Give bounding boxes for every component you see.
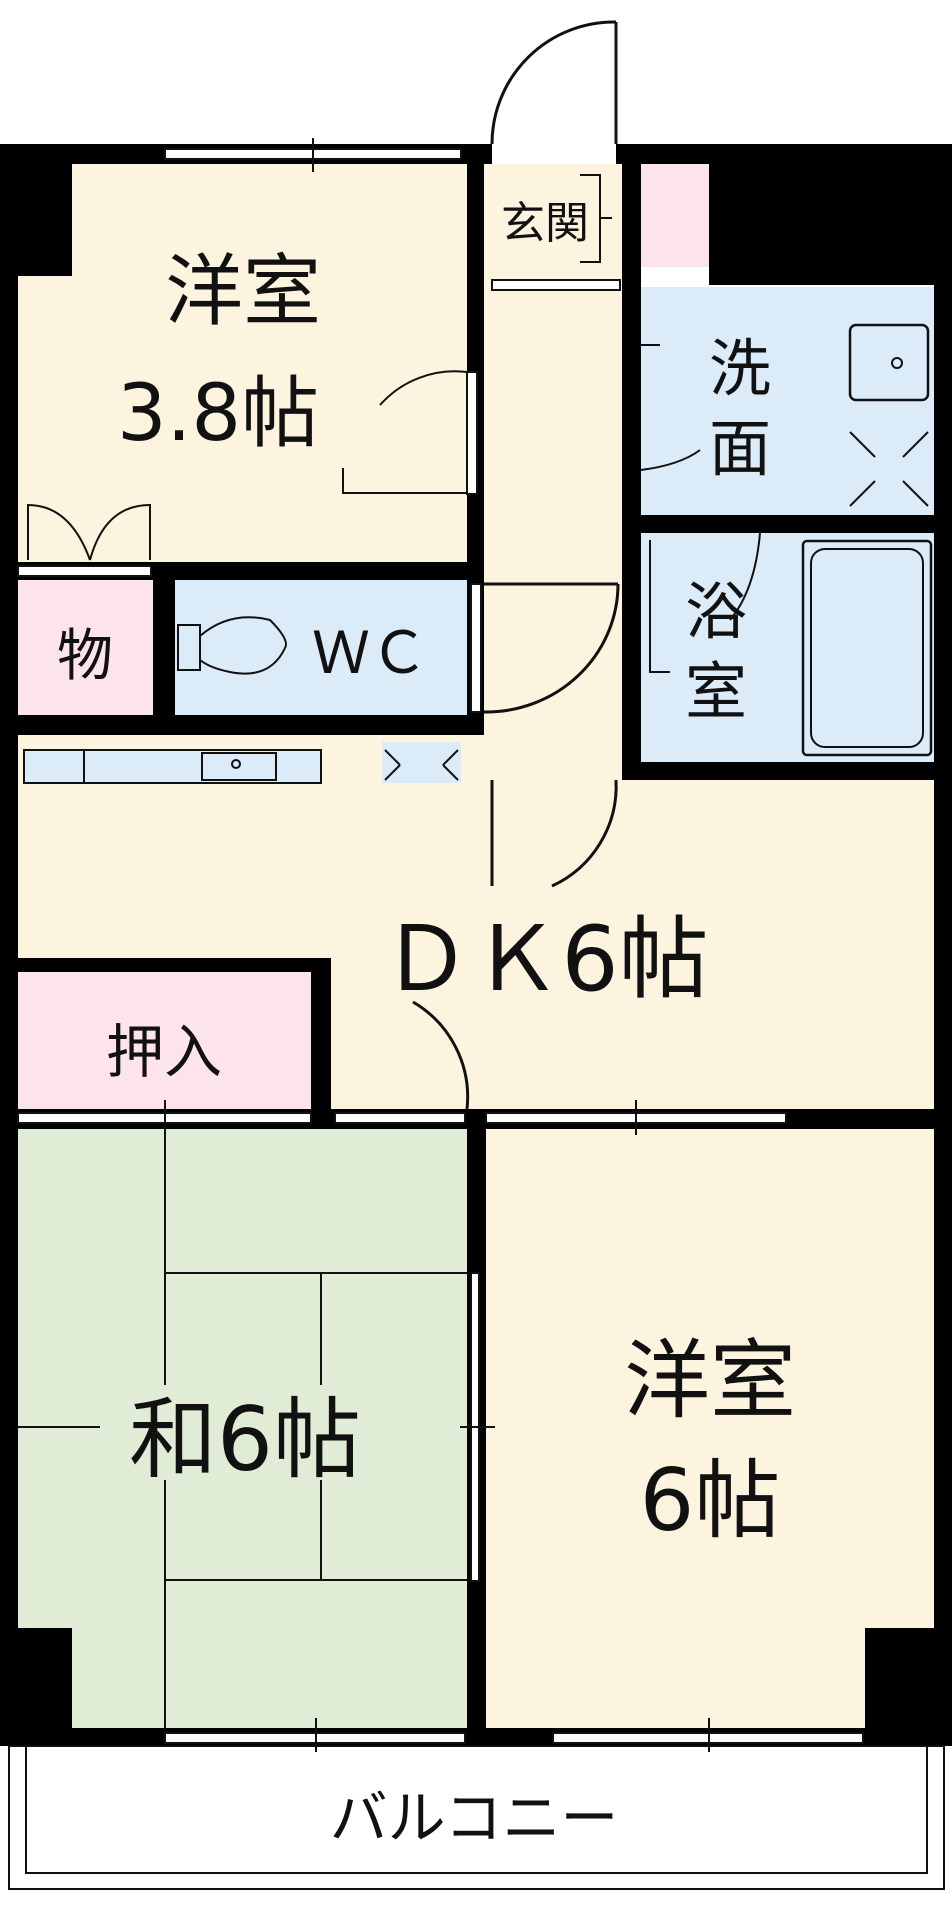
label-washroom-2: 面	[709, 412, 771, 485]
label-entrance: 玄関	[501, 198, 589, 249]
room-bathroom	[641, 533, 934, 763]
room-closet	[18, 972, 311, 1109]
label-balcony: バルコニー	[330, 1784, 619, 1852]
label-bathroom-1: 浴	[685, 575, 747, 648]
hallway	[484, 164, 622, 780]
label-western-large: 洋室	[624, 1331, 796, 1431]
fixtures	[23, 323, 933, 784]
label-western-small: 洋室	[165, 247, 321, 337]
label-japanese: 和6帖	[129, 1388, 361, 1491]
room-toilet	[175, 580, 467, 715]
label-western-large-size: 6帖	[640, 1451, 781, 1551]
washer-space-icon	[382, 742, 461, 783]
sink-icon	[201, 752, 277, 781]
label-toilet: ＷＣ	[312, 619, 428, 687]
kitchen-counter	[23, 749, 322, 784]
label-closet: 押入	[106, 1018, 222, 1086]
room-japanese	[18, 1129, 467, 1729]
tatami-lines	[18, 1129, 467, 1728]
label-dining-kitchen: ＤＫ6帖	[381, 907, 708, 1012]
label-western-small-size: 3.8帖	[117, 369, 319, 459]
shoe-box	[641, 164, 709, 267]
washbasin-icon	[848, 323, 930, 402]
doors	[27, 20, 761, 1582]
label-washroom-1: 洗	[709, 332, 771, 405]
label-bathroom-2: 室	[685, 655, 747, 728]
room-storage	[18, 580, 153, 715]
room-western-small	[18, 164, 468, 564]
balcony	[8, 1745, 945, 1890]
washer-icon	[849, 431, 929, 507]
room-western-large	[486, 1129, 934, 1729]
bathtub-icon	[801, 539, 933, 757]
label-storage: 物	[57, 624, 113, 689]
toilet-icon	[177, 616, 287, 675]
